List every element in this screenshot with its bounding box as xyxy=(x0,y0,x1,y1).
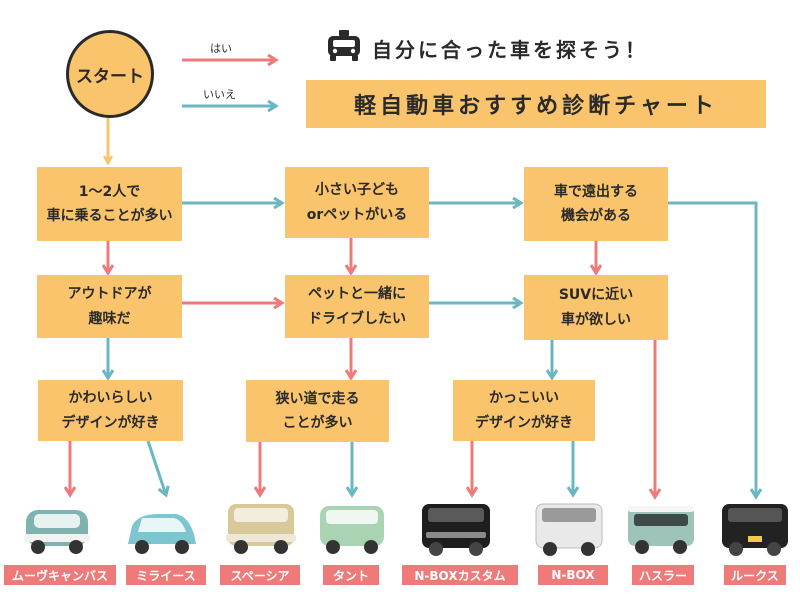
question-box-q7: かわいらしい デザインが好き xyxy=(38,380,183,441)
start-label: スタート xyxy=(76,66,144,87)
question-box-q3: 車で遠出する 機会がある xyxy=(524,167,668,241)
result-label-nbox: N-BOX xyxy=(538,565,608,585)
taxi-icon xyxy=(328,30,360,61)
page-title-text: 軽自動車おすすめ診断チャート xyxy=(354,94,718,119)
question-box-q4: アウトドアが 趣味だ xyxy=(37,275,182,338)
question-text-q7: かわいらしい デザインが好き xyxy=(61,390,160,431)
question-text-q9: かっこいい デザインが好き xyxy=(475,390,573,431)
car-image-tanto xyxy=(320,506,384,554)
legend-no-label: いいえ xyxy=(203,88,236,101)
question-text-q1: 1〜2人で 車に乗ることが多い xyxy=(46,183,173,225)
start-node: スタート xyxy=(66,30,154,118)
result-label-tanto: タント xyxy=(323,565,379,585)
legend-yes-label: はい xyxy=(210,42,232,55)
question-box-q6: SUVに近い 車が欲しい xyxy=(524,275,668,340)
car-images xyxy=(24,503,788,556)
question-box-q5: ペットと一緒に ドライブしたい xyxy=(285,275,429,338)
result-name: ルークス xyxy=(731,568,779,583)
result-name: ミライース xyxy=(136,568,196,583)
car-image-spacia xyxy=(226,504,296,554)
result-name: N-BOX xyxy=(551,568,595,582)
question-text-q5: ペットと一緒に ドライブしたい xyxy=(308,286,406,327)
result-name: ハスラー xyxy=(638,568,687,583)
car-image-nbox-custom xyxy=(422,504,490,556)
result-label-roox: ルークス xyxy=(724,565,786,585)
result-label-spacia: スペーシア xyxy=(220,565,300,585)
question-text-q6: SUVに近い 車が欲しい xyxy=(558,287,634,328)
result-label-nbox-custom: N-BOXカスタム xyxy=(402,565,518,585)
result-label-mira-es: ミライース xyxy=(126,565,206,585)
result-name: スペーシア xyxy=(230,568,290,583)
result-label-hustler: ハスラー xyxy=(632,565,694,585)
question-box-q8: 狭い道で走る ことが多い xyxy=(246,380,389,442)
question-text-q4: アウトドアが 趣味だ xyxy=(67,286,152,327)
result-label-move-canbus: ムーヴキャンバス xyxy=(4,565,116,585)
subtitle: 自分に合った車を探そう！ xyxy=(372,38,648,62)
page-title: 軽自動車おすすめ診断チャート xyxy=(306,80,766,128)
question-box-q2: 小さい子ども orペットがいる xyxy=(285,167,429,238)
question-box-q1: 1〜2人で 車に乗ることが多い xyxy=(37,167,182,241)
result-name: ムーヴキャンバス xyxy=(11,568,108,583)
question-text-q3: 車で遠出する 機会がある xyxy=(554,183,638,225)
result-name: N-BOXカスタム xyxy=(414,568,506,583)
result-name: タント xyxy=(332,568,369,583)
question-box-q9: かっこいい デザインが好き xyxy=(453,380,595,441)
question-text-q2: 小さい子ども orペットがいる xyxy=(306,182,408,223)
car-image-move-canbus xyxy=(24,510,90,554)
q3-no-arrow xyxy=(668,201,756,497)
question-text-q8: 狭い道で走る ことが多い xyxy=(275,390,360,432)
q7-no-arrow xyxy=(146,440,166,495)
car-image-roox xyxy=(722,504,788,556)
car-image-mira-es xyxy=(128,514,196,554)
car-image-hustler xyxy=(628,506,694,554)
car-image-nbox xyxy=(535,503,603,556)
